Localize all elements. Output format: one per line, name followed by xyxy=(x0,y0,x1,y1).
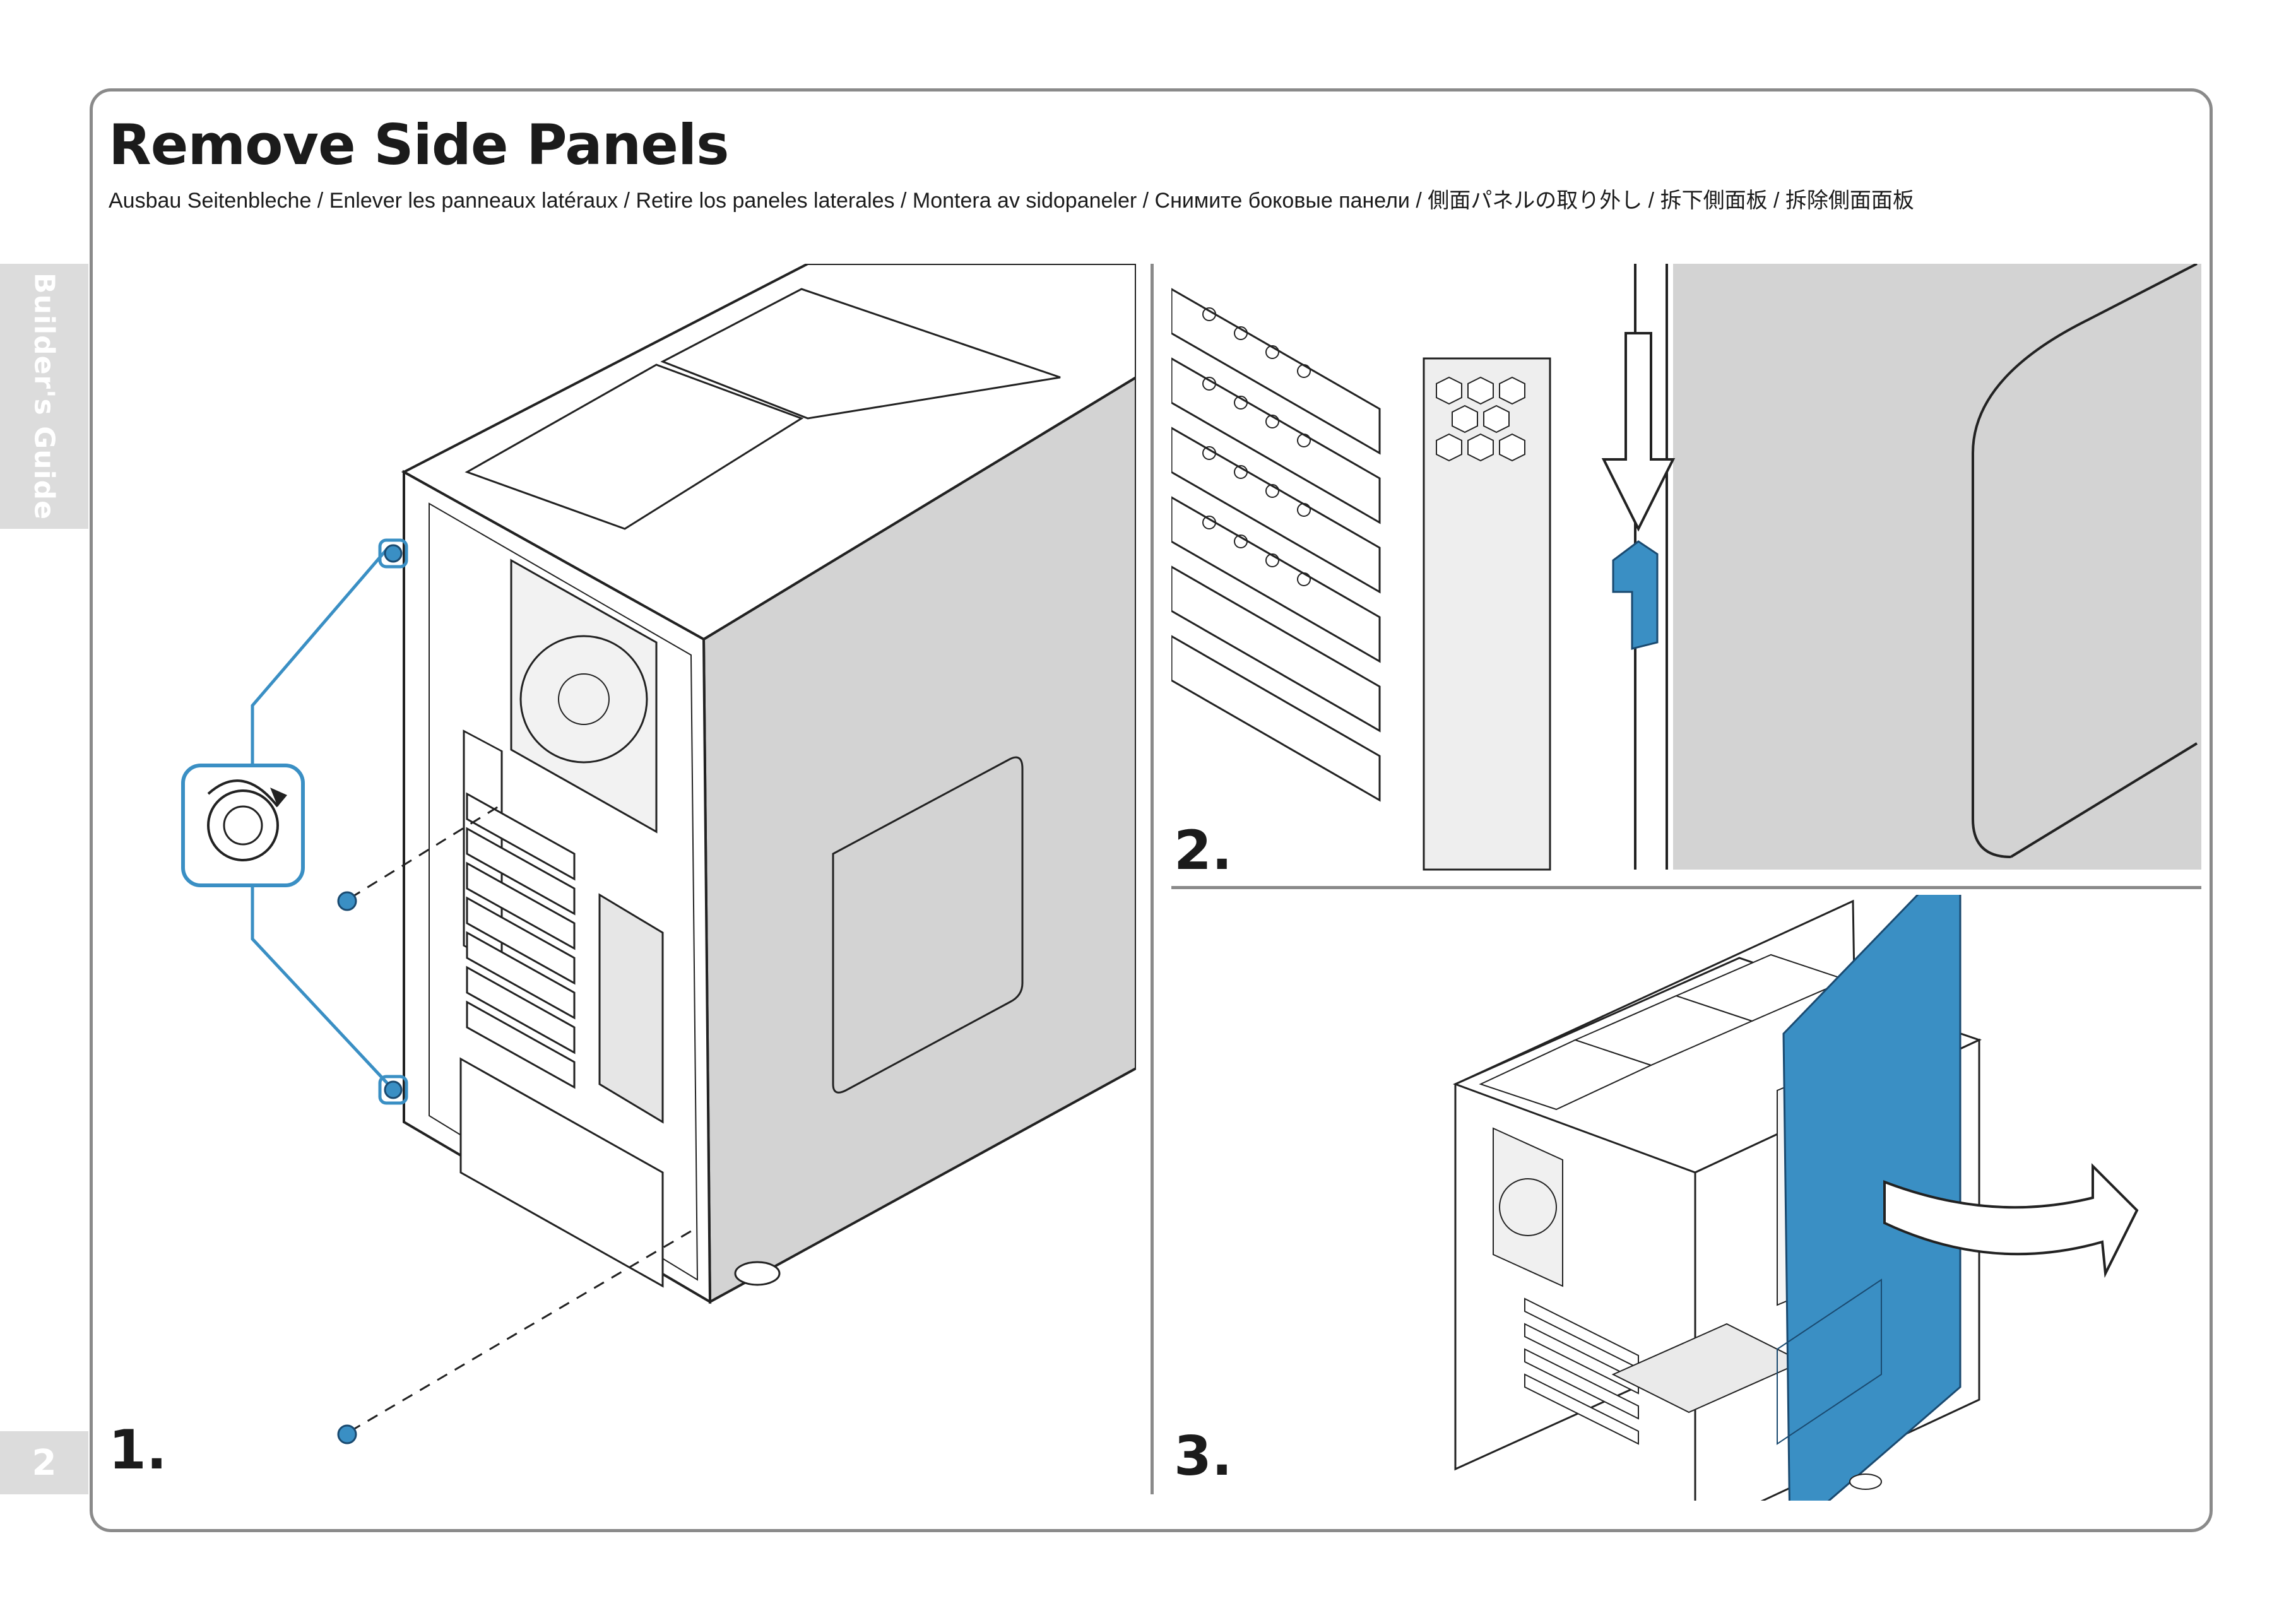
latch-detail-drawing xyxy=(1171,264,2201,871)
content-frame xyxy=(90,88,2213,1532)
thumbscrew-icon xyxy=(378,1075,408,1105)
case-panel-removal-drawing xyxy=(1453,895,2139,1501)
latch-icon xyxy=(1612,540,1659,650)
callout-leader-lines xyxy=(251,546,389,1085)
arrow-down-icon xyxy=(1601,332,1676,532)
expansion-slots xyxy=(466,792,576,1089)
hex-mesh-grille xyxy=(1423,357,1551,871)
step-2-illustration: 2. xyxy=(1171,264,2201,882)
rotate-callout xyxy=(181,764,305,887)
thumbscrew-icon xyxy=(337,891,357,911)
page-number: 2 xyxy=(0,1431,88,1494)
rear-fan-grille xyxy=(510,558,658,834)
side-tab-label: Builder's Guide xyxy=(28,273,61,520)
side-tab: Builder's Guide xyxy=(0,264,88,529)
panel-divider-vertical xyxy=(1151,264,1154,1494)
page-subtitle: Ausbau Seitenbleche / Enlever les pannea… xyxy=(109,189,1914,213)
swing-arrow-icon xyxy=(1883,1163,2139,1278)
step-3-label: 3. xyxy=(1174,1425,1233,1488)
step-2-label: 2. xyxy=(1174,819,1233,882)
thumbscrew-icon xyxy=(337,1424,357,1444)
step-3-illustration: 3. xyxy=(1171,895,2201,1501)
side-panel xyxy=(1782,895,1962,1501)
panel-divider-horizontal xyxy=(1171,886,2201,889)
case-rear-drawing xyxy=(181,264,1136,1444)
thumbscrew-icon xyxy=(378,538,408,569)
step-1-label: 1. xyxy=(109,1419,167,1482)
step-1-illustration: 1. xyxy=(107,264,1136,1501)
page-title: Remove Side Panels xyxy=(109,112,730,177)
rotate-arrow-icon xyxy=(207,779,279,808)
